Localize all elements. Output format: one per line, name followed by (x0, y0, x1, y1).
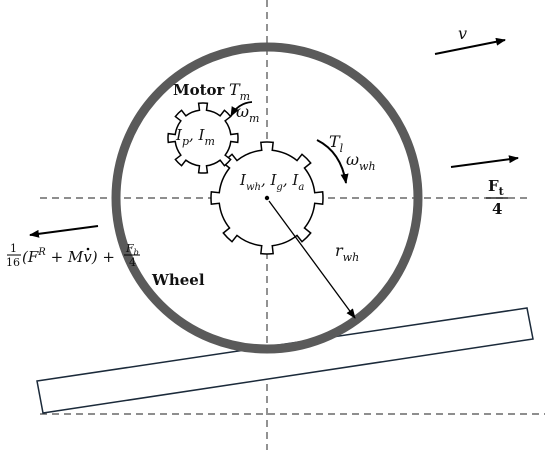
radius-subscript: wh (343, 251, 360, 264)
wheel-rotation-arrow (316, 139, 349, 184)
velocity-label: v (458, 24, 467, 43)
motor-torque-symbol: T (229, 80, 241, 99)
wheel-inertia-separator-2: , (283, 171, 293, 189)
pinion-inertia-separator: , (189, 126, 199, 144)
motor-speed-symbol: ω (236, 102, 249, 121)
wheel-center-point (264, 195, 270, 201)
brake-force-numerator: Fb (125, 242, 139, 257)
load-torque-symbol: T (329, 132, 341, 151)
motor-speed-label: ωm (236, 102, 259, 125)
traction-force-numerator: Ft (488, 177, 505, 198)
resistance-open: (F (22, 248, 39, 266)
pinion-inertia-label: Ip, Im (175, 126, 215, 148)
resistance-coefficient-denominator: 16 (6, 256, 20, 269)
resistance-superscript: R (37, 247, 46, 258)
pinion-inertia-a-symbol: I (175, 126, 183, 144)
motor-torque-subscript: m (240, 90, 250, 103)
brake-force-symbol: F (125, 242, 134, 255)
wheel-title: Wheel (151, 271, 205, 289)
wheel-radius-arrow (268, 200, 356, 319)
resistance-vdot: v (83, 248, 92, 266)
motor-torque-label: Tm (229, 80, 250, 103)
motor-speed-subscript: m (249, 112, 259, 125)
wheel-inertia-a-subscript: wh (246, 182, 261, 193)
traction-force-symbol: F (488, 177, 499, 195)
load-torque-label: Tl (329, 132, 344, 155)
wheel-inertia-separator-1: , (261, 171, 271, 189)
wheel-inertia-c-symbol: I (291, 171, 299, 189)
traction-force-subscript: t (499, 185, 505, 198)
resistance-coefficient-numerator: 1 (10, 242, 17, 255)
brake-force-subscript: b (134, 248, 139, 257)
brake-force-denominator: 4 (129, 256, 136, 269)
acceleration-dot (86, 247, 90, 251)
load-torque-subscript: l (340, 142, 344, 155)
motor-pinion-gear (167, 102, 239, 174)
wheel-inertia-c-subscript: a (298, 182, 304, 193)
traction-force-denominator: 4 (492, 200, 502, 218)
wheel-inertia-a-symbol: I (239, 171, 247, 189)
motor-rotation-arrow (230, 101, 253, 117)
wheel-rim (111, 42, 423, 354)
motor-title: Motor (173, 81, 226, 99)
wheel-inertia-b-subscript: g (276, 182, 282, 193)
resistance-close: ) + (91, 248, 115, 266)
pinion-inertia-b-subscript: m (204, 135, 214, 148)
wheel-inertia-b-symbol: I (269, 171, 277, 189)
wheel-speed-subscript: wh (359, 160, 376, 173)
radius-symbol: r (335, 241, 344, 260)
inclined-road-plank (36, 307, 534, 414)
traction-force-arrow (450, 155, 519, 168)
resistance-mid: + M (46, 248, 84, 266)
resistance-force-body: (FR + Mv) + (22, 247, 115, 266)
velocity-arrow (434, 37, 506, 55)
wheel-speed-label: ωwh (346, 150, 376, 173)
pinion-inertia-b-symbol: I (198, 126, 206, 144)
pinion-inertia-a-subscript: p (182, 135, 189, 148)
resistance-force-arrow (29, 225, 99, 238)
wheel-speed-symbol: ω (346, 150, 359, 169)
wheel-inertia-label: Iwh, Ig, Ia (239, 171, 304, 193)
radius-label: rwh (335, 241, 359, 264)
